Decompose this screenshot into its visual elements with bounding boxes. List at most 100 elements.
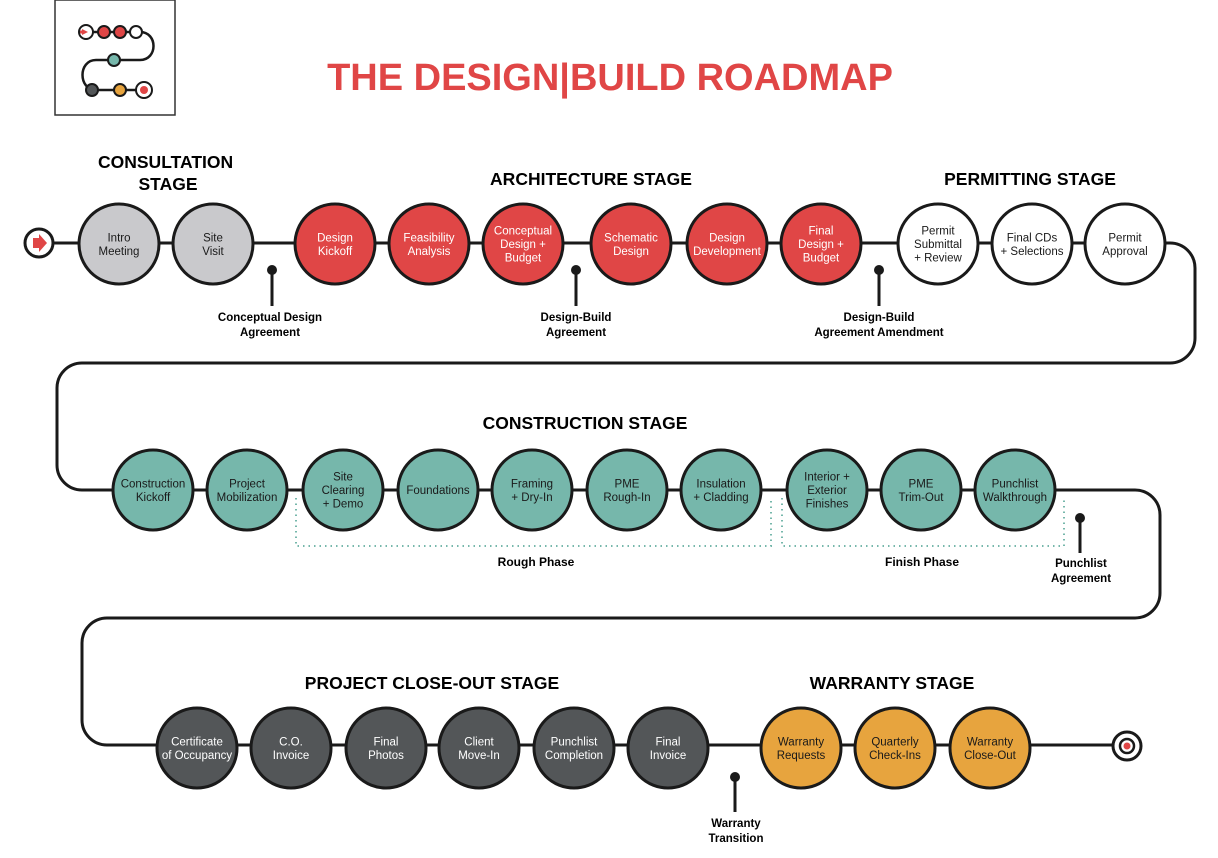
step-circle	[387, 202, 471, 286]
step-label: Framing	[511, 478, 553, 490]
step-label: Quarterly	[871, 736, 919, 748]
step-circle	[437, 706, 521, 790]
step-label: Feasibility	[403, 232, 454, 244]
step-label: Budget	[803, 253, 840, 265]
step-circle	[585, 448, 669, 532]
step-circle	[396, 448, 480, 532]
step-label: Mobilization	[217, 492, 278, 504]
step-label: Punchlist	[551, 736, 598, 748]
step-label: Design +	[500, 239, 546, 251]
step-label: Meeting	[99, 246, 140, 258]
step-label: Kickoff	[318, 246, 353, 258]
step-label: Design	[317, 232, 353, 244]
arrow-right-icon	[23, 227, 55, 259]
step-circle	[481, 202, 565, 286]
step-label: Foundations	[406, 485, 470, 497]
step-circles: IntroMeetingSiteVisitDesignKickoffFeasib…	[77, 202, 1167, 790]
step-construction-9: PME Trim-Out	[879, 448, 963, 532]
step-label: Design +	[798, 239, 844, 251]
step-circle	[685, 202, 769, 286]
step-circle	[249, 706, 333, 790]
step-label: Budget	[505, 253, 542, 265]
step-label: Certificate	[171, 736, 223, 748]
step-label: + Cladding	[693, 492, 748, 504]
step-construction-4: Foundations	[396, 448, 480, 532]
step-label: Intro	[107, 232, 130, 244]
step-circle	[111, 448, 195, 532]
step-label: Design	[709, 232, 745, 244]
step-circle	[490, 448, 574, 532]
step-label: Site	[333, 472, 353, 484]
step-circle	[301, 448, 385, 532]
page-title: THE DESIGN|BUILD ROADMAP	[327, 57, 893, 99]
step-circle	[948, 706, 1032, 790]
stage-heading-architecture: ARCHITECTURE STAGE	[490, 169, 692, 189]
stage-heading-permitting: PERMITTING STAGE	[944, 169, 1116, 189]
step-circle	[973, 448, 1057, 532]
step-label: Invoice	[650, 750, 686, 762]
step-label: Design	[613, 246, 649, 258]
step-label: Rough-In	[603, 492, 650, 504]
phase-label-finish: Finish Phase	[885, 555, 959, 569]
step-label: Punchlist	[992, 478, 1039, 490]
step-circle	[853, 706, 937, 790]
step-label: Warranty	[778, 736, 824, 748]
step-circle	[779, 202, 863, 286]
step-label: Requests	[777, 750, 826, 762]
step-label: Completion	[545, 750, 603, 762]
milestone-pins	[267, 265, 1085, 812]
step-label: Project	[229, 478, 266, 490]
step-circle	[293, 202, 377, 286]
step-circle	[344, 706, 428, 790]
step-label: Walkthrough	[983, 492, 1047, 504]
step-circle	[990, 202, 1074, 286]
step-label: + Review	[914, 253, 962, 265]
stage-heading-closeout: PROJECT CLOSE-OUT STAGE	[305, 673, 559, 693]
step-label: Invoice	[273, 750, 309, 762]
step-label: Trim-Out	[899, 492, 945, 504]
step-circle	[759, 706, 843, 790]
step-label: of Occupancy	[162, 750, 233, 762]
step-construction-7: Insulation+ Cladding	[679, 448, 763, 532]
step-label: Final	[374, 736, 399, 748]
stage-heading-construction: CONSTRUCTION STAGE	[483, 413, 688, 433]
step-label: Move-In	[458, 750, 500, 762]
step-construction-5: Framing + Dry-In	[490, 448, 574, 532]
step-label: + Dry-In	[511, 492, 552, 504]
step-circle	[1083, 202, 1167, 286]
step-label: Final	[656, 736, 681, 748]
step-label: Photos	[368, 750, 404, 762]
step-label: Construction	[121, 478, 186, 490]
step-label: Development	[693, 246, 762, 258]
step-label: + Selections	[1001, 246, 1064, 258]
step-label: Visit	[202, 246, 224, 258]
step-label: PME	[909, 478, 934, 490]
step-label: Submittal	[914, 239, 962, 251]
step-label: Close-Out	[964, 750, 1017, 762]
step-label: Approval	[1102, 246, 1147, 258]
step-label: Conceptual	[494, 226, 552, 238]
step-label: C.O.	[279, 736, 303, 748]
step-label: Kickoff	[136, 492, 171, 504]
step-label: Exterior	[807, 485, 847, 497]
step-label: Permit	[921, 226, 955, 238]
step-label: Site	[203, 232, 223, 244]
step-closeout-1: Certificate of Occupancy	[155, 706, 239, 790]
step-label: Interior +	[804, 472, 850, 484]
step-circle	[205, 448, 289, 532]
step-closeout-2: C.O. Invoice	[249, 706, 333, 790]
